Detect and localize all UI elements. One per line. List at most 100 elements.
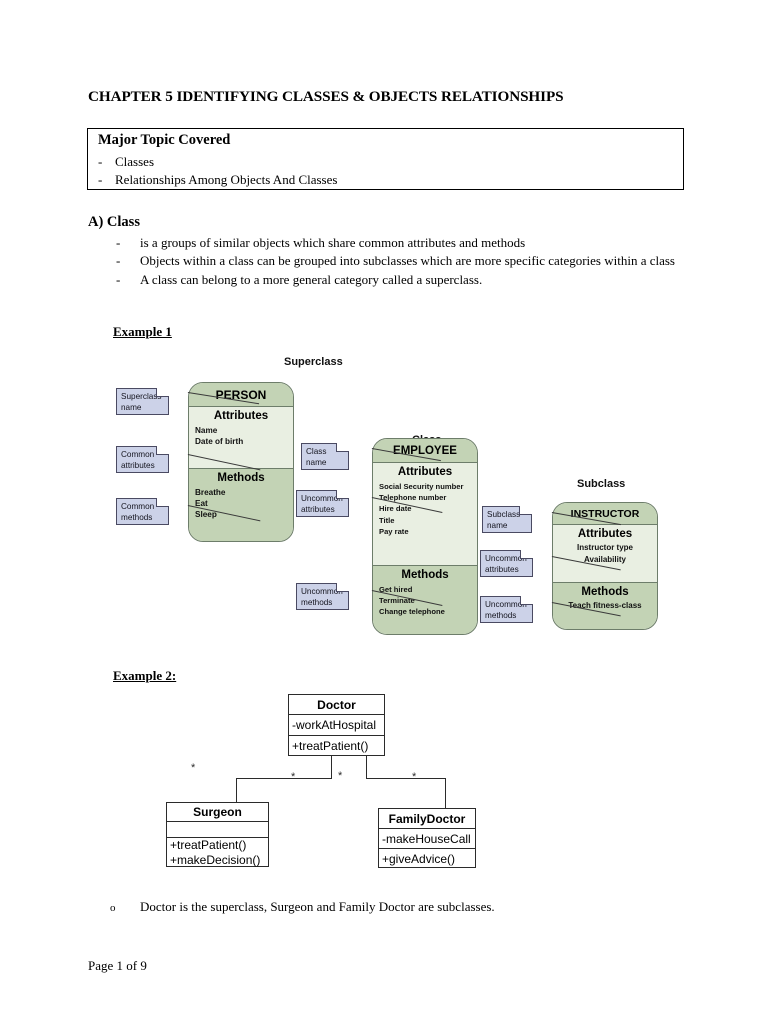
callout-uncommon-attributes-employee: Uncommon attributes xyxy=(296,490,349,517)
dash-marker: - xyxy=(116,253,121,269)
callout-label: Uncommon attributes xyxy=(301,494,343,514)
section-title-methods: Methods xyxy=(217,472,265,484)
attribute-item: Availability xyxy=(584,554,626,564)
callout-notch xyxy=(336,443,349,452)
attribute-item: Name xyxy=(195,426,218,435)
callout-superclass-name: Superclass name xyxy=(116,388,169,415)
callout-common-attributes: Common attributes xyxy=(116,446,169,473)
attribute-item: Title xyxy=(379,515,395,525)
section-title-attributes: Attributes xyxy=(577,528,633,540)
method-item: Teach fitness-class xyxy=(568,601,642,610)
connector-segment xyxy=(236,778,238,807)
uml-class-instructor: INSTRUCTOR Attributes Instructor type Av… xyxy=(552,502,658,630)
section-title-methods: Methods xyxy=(581,586,629,598)
attribute-item: -makeHouseCall xyxy=(379,829,475,849)
method-item: +treatPatient() xyxy=(170,838,247,852)
callout-uncommon-methods-instructor: Uncommon methods xyxy=(480,596,533,623)
method-item: +giveAdvice() xyxy=(382,852,456,866)
dash-marker: - xyxy=(98,154,103,169)
callout-notch xyxy=(520,596,533,605)
dash-marker: - xyxy=(116,271,121,287)
callout-notch xyxy=(336,583,349,592)
caption-subclass: Subclass xyxy=(577,478,626,490)
section-title-methods: Methods xyxy=(401,569,449,581)
callout-uncommon-methods-employee: Uncommon methods xyxy=(296,583,349,610)
callout-label: Superclass name xyxy=(121,392,162,412)
class-name-familydoctor: FamilyDoctor xyxy=(379,809,475,829)
class-name-instructor: INSTRUCTOR xyxy=(553,503,657,525)
list-item: -Classes xyxy=(98,153,337,171)
multiplicity-marker: * xyxy=(412,771,417,783)
example-2-label: Example 2: xyxy=(113,668,177,683)
callout-label: Common attributes xyxy=(121,450,155,470)
class-bullet-list: - is a groups of similar objects which s… xyxy=(116,234,686,289)
uml-class-doctor: Doctor -workAtHospital +treatPatient() xyxy=(288,694,385,756)
callout-label: Subclass name xyxy=(487,510,521,530)
list-item-label: Objects within a class can be grouped in… xyxy=(140,253,675,269)
list-item-label: Classes xyxy=(115,154,154,169)
method-item: Breathe xyxy=(195,488,226,497)
callout-label: Class name xyxy=(306,447,327,467)
connector-segment xyxy=(366,756,368,779)
method-item: +makeDecision() xyxy=(170,853,261,867)
multiplicity-marker: * xyxy=(338,770,343,782)
method-item: Sleep xyxy=(195,510,217,519)
callout-subclass-name: Subclass name xyxy=(482,506,532,533)
method-item: Change telephone xyxy=(379,607,445,617)
uml-class-surgeon: Surgeon +treatPatient() +makeDecision() xyxy=(166,802,269,867)
page-title: CHAPTER 5 IDENTIFYING CLASSES & OBJECTS … xyxy=(88,88,564,105)
circle-bullet: o xyxy=(110,902,116,914)
attribute-item: Date of birth xyxy=(195,437,244,446)
connector-segment xyxy=(366,778,446,780)
section-title-attributes: Attributes xyxy=(213,410,269,422)
callout-notch xyxy=(336,490,349,499)
class-name-surgeon: Surgeon xyxy=(167,803,268,822)
connector-segment xyxy=(445,778,447,809)
connector-segment xyxy=(236,778,332,780)
callout-notch xyxy=(156,446,169,455)
callout-notch xyxy=(156,498,169,507)
uml-class-employee: EMPLOYEE Attributes Social Security numb… xyxy=(372,438,478,635)
example-2-diagram: Doctor -workAtHospital +treatPatient() *… xyxy=(150,688,530,888)
callout-notch xyxy=(156,388,169,397)
callout-label: Uncommon methods xyxy=(301,587,343,607)
dash-marker: - xyxy=(116,235,121,250)
uml-class-person: PERSON Attributes Name Date of birth Met… xyxy=(188,382,294,542)
example-1-diagram: Superclass Class Subclass PERSON Attribu… xyxy=(100,350,680,640)
method-item: Get hired xyxy=(379,585,413,594)
list-item-label: is a groups of similar objects which sha… xyxy=(140,235,526,250)
attribute-item: Telephone number xyxy=(379,493,447,503)
uml-class-familydoctor: FamilyDoctor -makeHouseCall +giveAdvice(… xyxy=(378,808,476,868)
attribute-item: Pay rate xyxy=(379,526,409,536)
method-item: Eat xyxy=(195,499,208,508)
section-heading-a-class: A) Class xyxy=(88,214,140,230)
callout-uncommon-attributes-instructor: Uncommon attributes xyxy=(480,550,533,577)
attribute-item xyxy=(167,822,268,838)
dash-marker: - xyxy=(98,172,103,187)
example-1-label: Example 1 xyxy=(113,324,172,339)
list-item: - is a groups of similar objects which s… xyxy=(116,234,686,252)
callout-common-methods: Common methods xyxy=(116,498,169,525)
attribute-item: Social Security number xyxy=(379,482,464,491)
attribute-item: Instructor type xyxy=(576,543,633,552)
major-topic-list: -Classes -Relationships Among Objects An… xyxy=(98,153,337,189)
page-footer: Page 1 of 9 xyxy=(88,958,147,973)
list-item: - Objects within a class can be grouped … xyxy=(116,252,686,270)
multiplicity-marker: * xyxy=(291,771,296,783)
major-topic-heading: Major Topic Covered xyxy=(98,132,231,148)
callout-notch xyxy=(519,506,532,515)
attribute-item: Hire date xyxy=(379,504,412,514)
callout-label: Uncommon attributes xyxy=(485,554,527,574)
list-item: -Relationships Among Objects And Classes xyxy=(98,171,337,189)
section-title-attributes: Attributes xyxy=(397,466,453,478)
callout-class-name: Class name xyxy=(301,443,349,470)
note-label: Doctor is the superclass, Surgeon and Fa… xyxy=(140,899,495,914)
major-topic-box: Major Topic Covered -Classes -Relationsh… xyxy=(87,128,684,190)
multiplicity-marker: * xyxy=(191,762,196,774)
callout-label: Uncommon methods xyxy=(485,600,527,620)
method-item: +treatPatient() xyxy=(292,739,369,753)
example-2-note: o Doctor is the superclass, Surgeon and F… xyxy=(110,899,495,915)
attribute-item: -workAtHospital xyxy=(289,715,384,736)
list-item: - A class can belong to a more general c… xyxy=(116,271,686,289)
